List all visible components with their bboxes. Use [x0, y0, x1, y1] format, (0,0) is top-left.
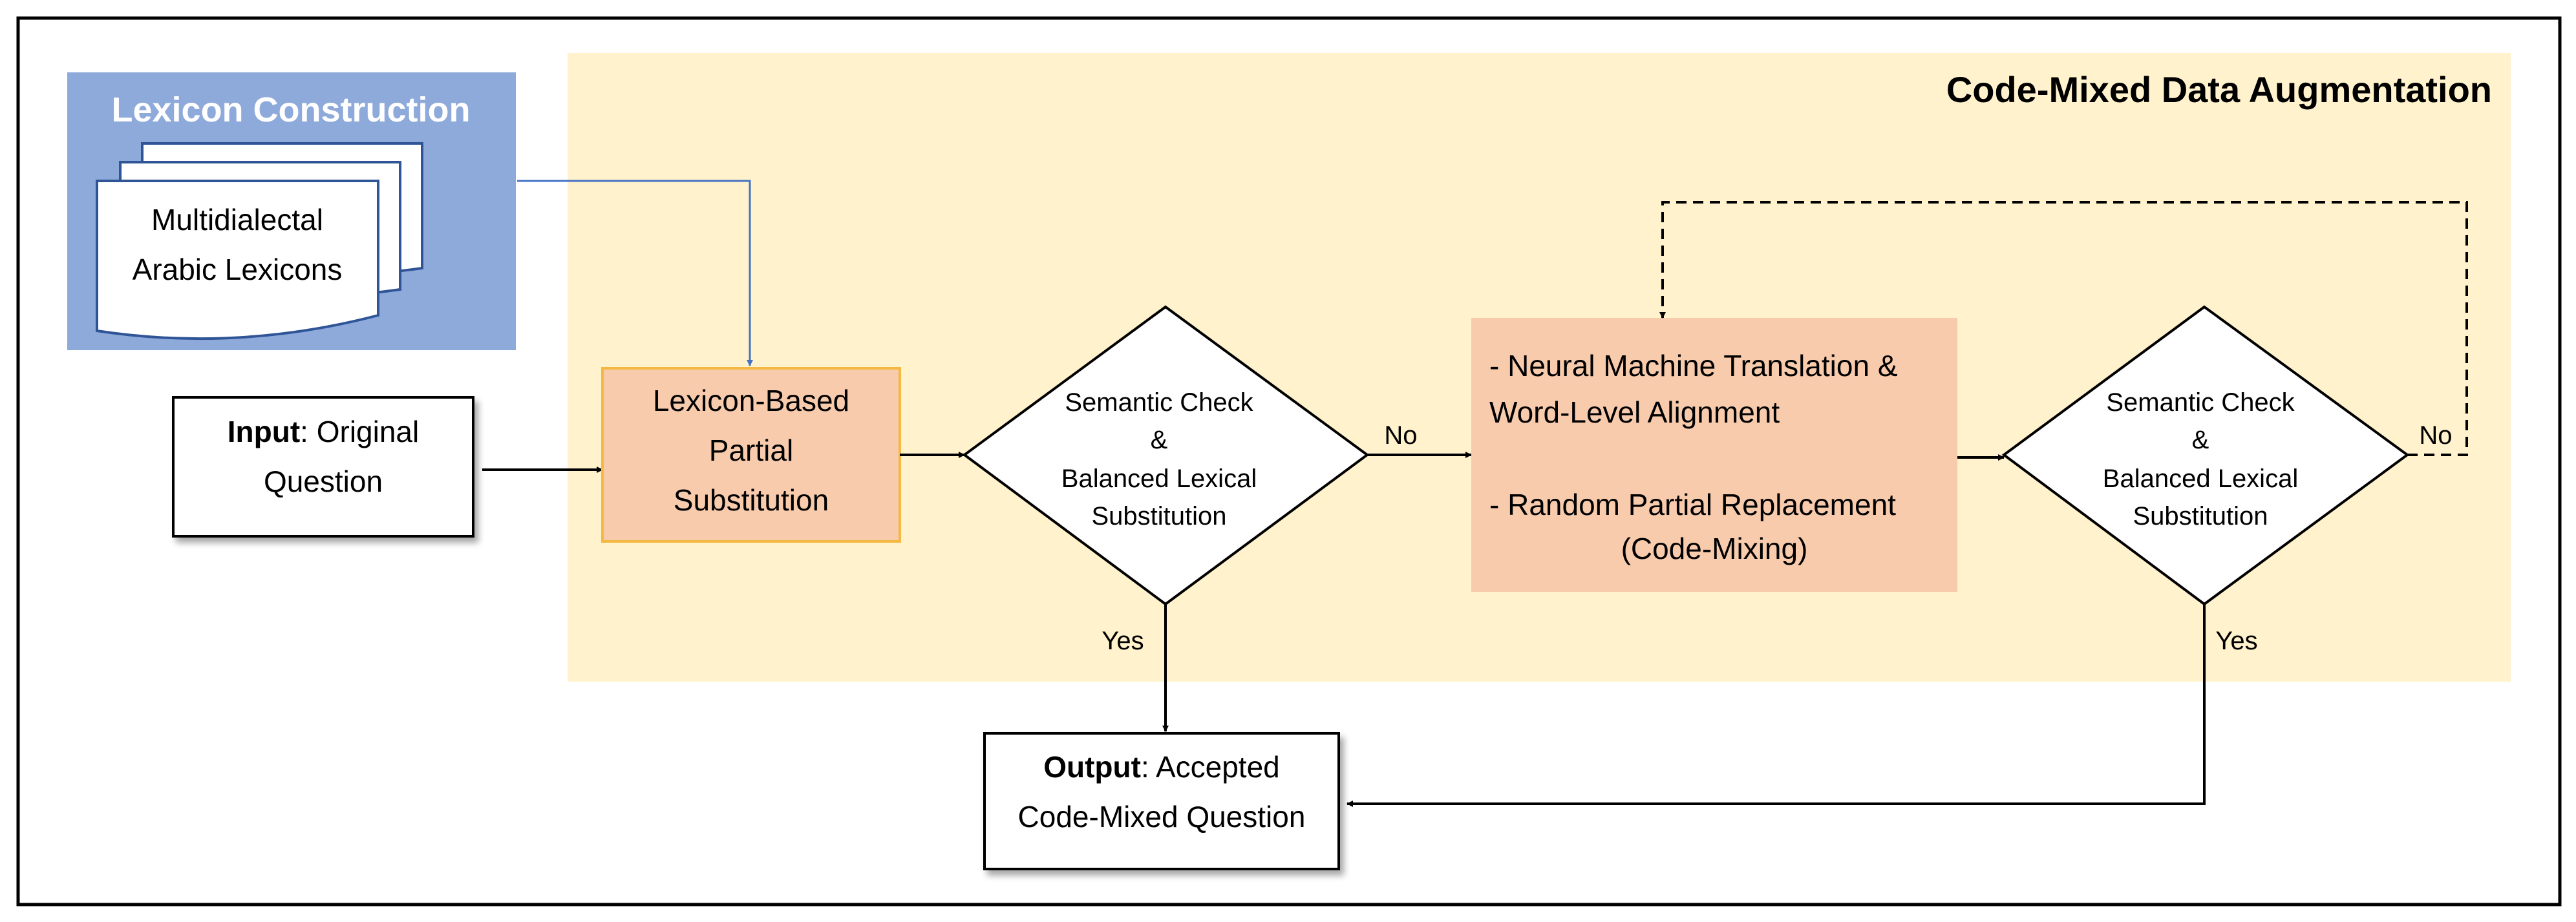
check2-yes-arrow	[1347, 604, 2206, 807]
check1-line2: &	[1151, 426, 1168, 454]
input-rest: : Original	[300, 415, 419, 448]
check1-line3: Balanced Lexical	[1061, 465, 1257, 493]
check1-line4: Substitution	[1091, 502, 1226, 530]
step2-box	[1471, 318, 1957, 592]
check2-line3: Balanced Lexical	[2103, 465, 2298, 493]
lexicon-doc-line1: Multidialectal	[151, 203, 323, 236]
step1-line1: Lexicon-Based	[653, 384, 849, 417]
augmentation-title: Code-Mixed Data Augmentation	[1946, 69, 2492, 110]
check1-line1: Semantic Check	[1065, 388, 1253, 417]
step1-box	[601, 367, 901, 543]
document-stack-icon	[96, 142, 423, 341]
output-line1: Output: Accepted	[1043, 750, 1280, 784]
output-line2: Code-Mixed Question	[1018, 800, 1306, 833]
outer-frame	[16, 16, 2562, 906]
lexicon-arrow	[517, 180, 753, 366]
step2-line3: - Random Partial Replacement	[1489, 488, 1896, 521]
step2-line1: - Neural Machine Translation &	[1489, 349, 1898, 382]
check2-yes-label: Yes	[2215, 627, 2257, 655]
check2-line1: Semantic Check	[2106, 388, 2295, 417]
check2-line4: Substitution	[2133, 502, 2268, 530]
check2-no-loop-arrow	[1659, 201, 2468, 456]
output-box	[983, 732, 1340, 870]
lexicon-doc-line2: Arabic Lexicons	[133, 253, 343, 286]
lexicon-title: Lexicon Construction	[111, 90, 470, 129]
input-line1: Input: Original	[228, 415, 419, 448]
output-bold: Output	[1043, 750, 1141, 784]
check1-yes-label: Yes	[1102, 627, 1144, 655]
step1-line2: Partial	[709, 434, 793, 467]
check2-no-label: No	[2419, 421, 2452, 450]
step2-line4: (Code-Mixing)	[1621, 532, 1808, 565]
input-bold: Input	[228, 415, 300, 448]
step1-line3: Substitution	[674, 483, 829, 517]
step2-line2: Word-Level Alignment	[1489, 395, 1780, 429]
output-rest: : Accepted	[1141, 750, 1280, 784]
input-box	[172, 396, 474, 538]
check2-line2: &	[2192, 426, 2209, 454]
input-line2: Question	[264, 465, 383, 498]
check1-no-label: No	[1384, 421, 1417, 450]
